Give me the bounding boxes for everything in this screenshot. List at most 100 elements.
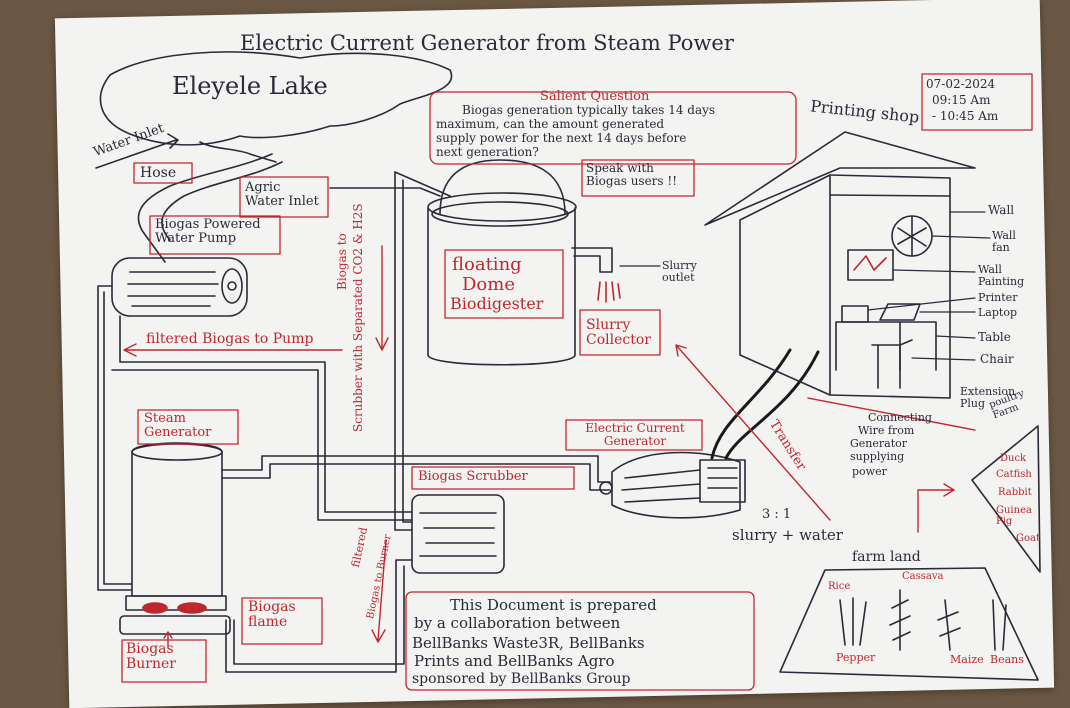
red-arrows bbox=[123, 245, 976, 647]
slurry-outlet-label: Slurry outlet bbox=[662, 259, 697, 284]
biogas-flame-label: Biogas flame bbox=[248, 599, 296, 630]
wire-label-3: Generator bbox=[850, 437, 908, 450]
speak-label: Speak with Biogas users !! bbox=[586, 161, 678, 188]
wire-label-1: Connecting bbox=[868, 411, 932, 424]
pump-body bbox=[111, 257, 248, 317]
steam-tank-top bbox=[131, 443, 223, 461]
poultry-item-goat: Goat bbox=[1016, 533, 1040, 544]
biogas-scrubber-label: Biogas Scrubber bbox=[418, 469, 528, 484]
scrubber-body bbox=[411, 494, 505, 574]
table bbox=[835, 321, 937, 371]
digester-dome bbox=[439, 159, 566, 215]
label-boxes bbox=[121, 73, 1033, 691]
note-line-2: by a collaboration between bbox=[414, 614, 621, 632]
note-line-5: sponsored by BellBanks Group bbox=[412, 671, 631, 687]
generator-fins bbox=[621, 469, 701, 503]
question-line-3: supply power for the next 14 days before bbox=[436, 131, 687, 145]
generator-wire-2 bbox=[724, 350, 820, 460]
note-line-1: This Document is prepared bbox=[450, 596, 657, 614]
digester-label-2: Dome bbox=[462, 274, 515, 295]
filtered-to-pump-label: filtered Biogas to Pump bbox=[146, 331, 314, 347]
shop-part-laptop: Laptop bbox=[978, 306, 1017, 319]
shop-part-wall-fan: Wall fan bbox=[992, 229, 1016, 254]
crop-maize: Maize bbox=[950, 653, 984, 666]
question-line-2: maximum, can the amount generated bbox=[436, 117, 665, 131]
note-line-3: BellBanks Waste3R, BellBanks bbox=[412, 634, 645, 652]
scrubber-pipe-label-2: Scrubber with Separated CO2 & H2S bbox=[351, 203, 365, 432]
lake-label: Eleyele Lake bbox=[172, 72, 328, 100]
chair bbox=[871, 339, 913, 389]
steam-tank bbox=[131, 442, 223, 597]
poultry-item-rabbit: Rabbit bbox=[998, 487, 1032, 498]
date-label: 07-02-2024 bbox=[926, 77, 996, 91]
farm-title: farm land bbox=[852, 549, 921, 565]
crops bbox=[839, 589, 1007, 651]
generator-dials bbox=[707, 467, 738, 489]
poultry-item-guinea-pig: Guinea Pig bbox=[996, 505, 1032, 527]
leader-lines bbox=[619, 211, 991, 361]
generator-body bbox=[611, 451, 741, 519]
shop-side bbox=[829, 174, 951, 399]
lake-stream bbox=[199, 141, 277, 163]
farm-outline bbox=[779, 567, 1039, 681]
wire-label-2: Wire from bbox=[858, 424, 915, 437]
digester-tank bbox=[427, 207, 576, 366]
shop-front bbox=[739, 174, 831, 396]
wall-painting bbox=[847, 249, 894, 281]
generator-wire-1 bbox=[710, 348, 792, 460]
digester-rim bbox=[431, 201, 569, 227]
filtered-to-burner-pipe bbox=[225, 559, 413, 673]
steam-to-generator-pipe bbox=[221, 455, 611, 491]
scrubber-pipe-label-1: Biogas to bbox=[335, 233, 349, 290]
digester-label-3: Biodigester bbox=[450, 294, 544, 313]
wire-label-4: supplying bbox=[850, 450, 905, 463]
shop-roof bbox=[704, 131, 976, 226]
hose-pipe bbox=[137, 153, 283, 263]
electric-generator-label: Electric Current Generator bbox=[585, 421, 685, 448]
printer bbox=[841, 305, 869, 323]
question-heading: Salient Question bbox=[540, 89, 650, 104]
digester-to-scrubber-pipe bbox=[394, 171, 451, 531]
shop-part-table: Table bbox=[978, 330, 1011, 344]
pump-shaft bbox=[227, 281, 237, 291]
crop-rice: Rice bbox=[828, 581, 851, 592]
steam-generator-label: Steam Generator bbox=[144, 411, 212, 440]
agric-water-pipe bbox=[329, 187, 441, 197]
pump-to-steam-pipe bbox=[97, 285, 133, 591]
poultry-item-duck: Duck bbox=[1000, 453, 1027, 464]
question-line-1: Biogas generation typically takes 14 day… bbox=[462, 103, 716, 117]
digester-top bbox=[427, 192, 577, 222]
crop-pepper: Pepper bbox=[836, 651, 876, 664]
burner-base bbox=[119, 615, 231, 635]
pump-label: Biogas Powered Water Pump bbox=[155, 217, 261, 246]
slurry-drips bbox=[597, 281, 621, 303]
generator-panel bbox=[699, 459, 746, 503]
burner-top bbox=[125, 595, 227, 611]
crop-cassava: Cassava bbox=[902, 571, 944, 582]
poultry-item-catfish: Catfish bbox=[996, 469, 1032, 480]
crop-beans: Beans bbox=[990, 653, 1024, 666]
agric-water-inlet-label: Agric Water Inlet bbox=[245, 180, 319, 209]
time-start-label: 09:15 Am bbox=[932, 93, 991, 107]
shop-part-extension-plug: Extension Plug bbox=[960, 385, 1016, 410]
slurry-collector-label: Slurry Collector bbox=[586, 317, 651, 348]
hose-label: Hose bbox=[140, 165, 177, 181]
shop-part-wall-painting: Wall Painting bbox=[978, 263, 1025, 288]
question-line-4: next generation? bbox=[436, 145, 539, 159]
note-line-4: Prints and BellBanks Agro bbox=[414, 652, 615, 670]
shop-part-printer: Printer bbox=[978, 291, 1018, 304]
generator-shaft bbox=[599, 481, 613, 495]
poultry-outline bbox=[971, 425, 1041, 573]
wall-fan-blades bbox=[897, 215, 927, 257]
wire-label-5: power bbox=[852, 465, 887, 478]
wall-painting-art bbox=[853, 255, 887, 271]
time-end-label: - 10:45 Am bbox=[932, 109, 999, 123]
diagram-title: Electric Current Generator from Steam Po… bbox=[240, 31, 734, 55]
lake-outline bbox=[99, 51, 453, 146]
filtered-to-pump-pipe bbox=[111, 315, 413, 521]
ratio-numbers: 3 : 1 bbox=[762, 507, 792, 522]
biogas-burner-label: Biogas Burner bbox=[126, 641, 176, 672]
flame bbox=[142, 602, 207, 614]
